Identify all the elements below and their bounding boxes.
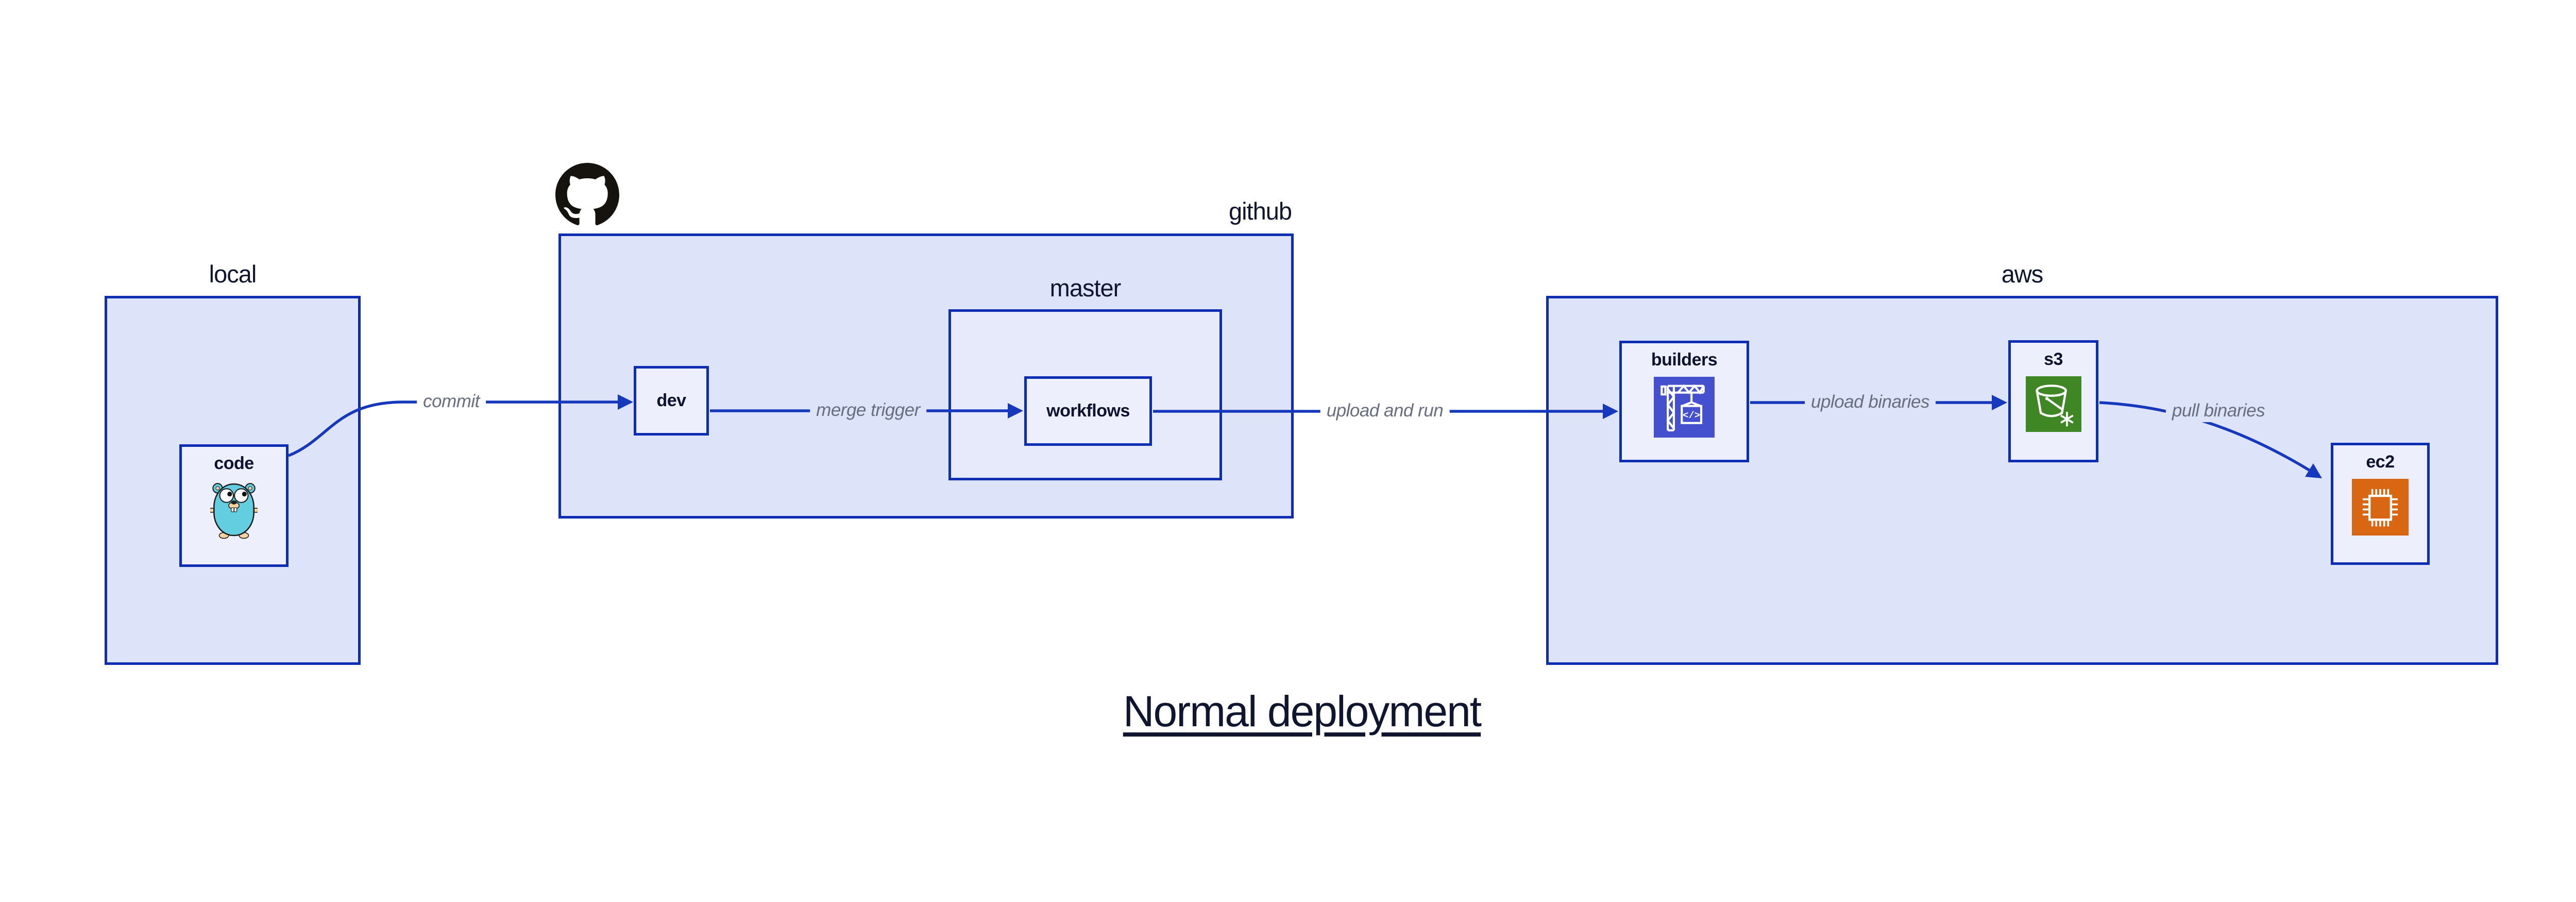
node-label-dev: dev — [656, 390, 686, 410]
node-code: code — [179, 444, 289, 567]
node-label-code: code — [214, 454, 254, 473]
node-s3: s3 — [2008, 340, 2098, 462]
container-label-aws: aws — [2001, 260, 2044, 288]
node-ec2: ec2 — [2331, 443, 2430, 565]
diagram-title-text: Normal deployment — [1123, 687, 1482, 736]
codebuild-crane-icon: </> — [1654, 377, 1715, 438]
node-label-s3: s3 — [2044, 349, 2063, 369]
edge-label-upload-binaries: upload binaries — [1805, 391, 1936, 413]
go-gopher-icon — [208, 480, 260, 539]
node-workflows: workflows — [1024, 376, 1152, 446]
node-dev: dev — [634, 366, 709, 436]
diagram-title: Normal deployment — [1044, 687, 1560, 737]
container-label-local: local — [209, 260, 257, 288]
node-builders: builders </> — [1619, 341, 1749, 462]
ec2-chip-icon — [2352, 479, 2409, 536]
s3-glacier-bucket-icon — [2025, 376, 2081, 432]
node-label-builders: builders — [1651, 350, 1718, 370]
edge-label-pull-binaries: pull binaries — [2165, 399, 2272, 422]
container-label-master: master — [1049, 274, 1122, 302]
node-label-ec2: ec2 — [2366, 452, 2395, 472]
edge-label-commit: commit — [417, 390, 486, 413]
edge-label-upload-and-run: upload and run — [1320, 399, 1450, 422]
edge-label-merge-trigger: merge trigger — [810, 399, 926, 422]
node-label-workflows: workflows — [1046, 400, 1130, 421]
svg-text:</>: </> — [1683, 410, 1700, 422]
github-octocat-icon — [555, 163, 619, 227]
container-label-github: github — [1228, 197, 1292, 225]
